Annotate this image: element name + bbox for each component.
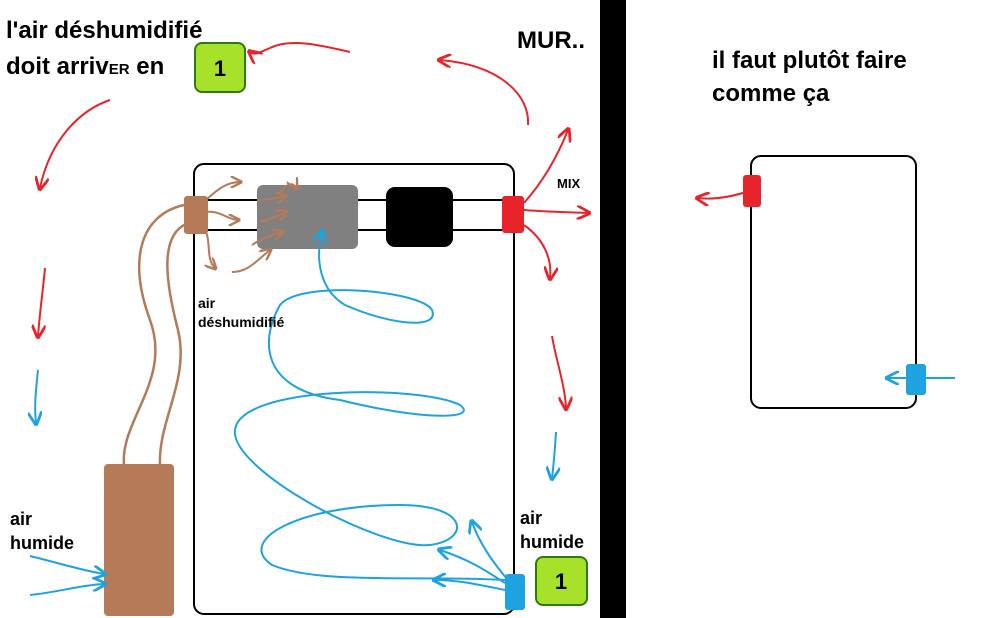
blue-arrows-left (35, 369, 556, 478)
air-humid-left-line-2: humide (10, 533, 74, 553)
brown-arrows (203, 182, 296, 273)
wall (600, 0, 626, 618)
badge-top-label: 1 (214, 56, 226, 81)
note-line-2-caps: ER (109, 61, 130, 78)
right-note-line-2: comme ça (712, 80, 830, 107)
badge-bottom: 1 (535, 556, 588, 606)
fan-unit (386, 187, 453, 247)
note-line-2-suffix: en (130, 53, 165, 80)
inlet-blue (505, 574, 525, 610)
room-main (193, 163, 515, 615)
note-line-1: l'air déshumidifié (6, 17, 202, 44)
humid-tank (104, 464, 174, 616)
red-arrows (38, 42, 753, 408)
right-note-line-1: il faut plutôt faire (712, 47, 907, 74)
air-humid-left-line-1: air (10, 509, 32, 529)
mix-label: MIX (557, 176, 580, 191)
blue-intake-arrows (29, 522, 509, 596)
brown-tube (122, 203, 187, 466)
outlet-red (502, 196, 524, 233)
badge-bottom-label: 1 (555, 569, 567, 594)
note-line-2: doit arrivER en (6, 53, 164, 80)
air-humid-right-line-2: humide (520, 532, 584, 552)
blue-spiral (233, 232, 506, 581)
air-dehumidified-line-2: déshumidifié (198, 314, 285, 330)
air-humid-right-line-1: air (520, 508, 542, 528)
suggested-outlet-red (743, 175, 761, 207)
suggested-inlet-blue (906, 364, 926, 395)
badge-top: 1 (194, 42, 246, 93)
duct-lines (205, 199, 502, 231)
air-dehumidified-line-1: air (198, 295, 216, 311)
wall-label: MUR.. (517, 27, 585, 54)
inlet-brown (184, 196, 208, 234)
note-line-2-prefix: doit arriv (6, 53, 109, 80)
room-suggested (750, 155, 917, 409)
